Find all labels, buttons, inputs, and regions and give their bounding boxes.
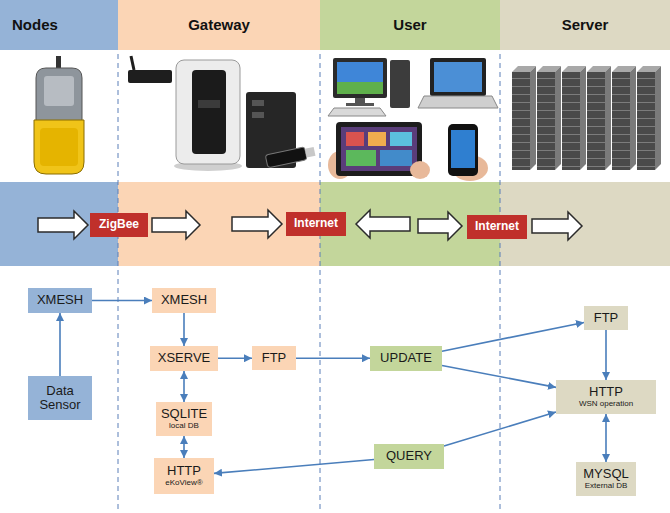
box-sublabel: eKoView® bbox=[165, 479, 202, 488]
column-header: Gateway bbox=[118, 0, 320, 50]
connector-arrow bbox=[183, 436, 185, 458]
sensor-node-illustration bbox=[34, 56, 84, 174]
box-label: XMESH bbox=[161, 293, 207, 307]
box-label: HTTP bbox=[589, 385, 623, 399]
box-label: HTTP bbox=[167, 464, 201, 478]
process-box: HTTPWSN operation bbox=[556, 380, 656, 414]
box-label: User bbox=[393, 17, 426, 34]
network-label: Internet bbox=[286, 212, 346, 236]
gateway-illustration bbox=[128, 56, 316, 171]
process-box: FTP bbox=[584, 306, 628, 330]
column-header: Nodes bbox=[0, 0, 118, 50]
box-label: FTP bbox=[262, 351, 287, 365]
connector-arrow bbox=[605, 330, 607, 380]
box-label: XMESH bbox=[37, 293, 83, 307]
box-label: MYSQL bbox=[583, 467, 629, 481]
network-label: ZigBee bbox=[90, 213, 148, 237]
connector-arrow bbox=[214, 460, 374, 474]
process-box: XSERVE bbox=[150, 346, 218, 371]
box-label: Gateway bbox=[188, 17, 250, 34]
box-label: Nodes bbox=[12, 17, 58, 34]
connector-arrow bbox=[183, 371, 185, 402]
server-rack-illustration bbox=[512, 66, 661, 170]
process-box: HTTPeKoView® bbox=[154, 458, 214, 494]
column-divider bbox=[118, 0, 500, 513]
connector-arrow bbox=[442, 365, 556, 387]
box-label: ZigBee bbox=[99, 218, 139, 231]
box-label: SQLITE bbox=[161, 407, 207, 421]
box-sublabel: External DB bbox=[585, 482, 628, 491]
connector-arrow bbox=[59, 313, 61, 376]
column-header: User bbox=[320, 0, 500, 50]
process-box: MYSQLExternal DB bbox=[576, 462, 636, 496]
box-label: Server bbox=[562, 17, 609, 34]
box-label: QUERY bbox=[386, 449, 432, 463]
connector-arrow bbox=[444, 412, 556, 446]
process-box: UPDATE bbox=[370, 346, 442, 371]
box-sublabel: local DB bbox=[169, 422, 199, 431]
connector-arrow bbox=[218, 357, 252, 359]
network-label: Internet bbox=[467, 215, 527, 239]
flow-arrow bbox=[38, 210, 582, 240]
process-box: XMESH bbox=[152, 288, 216, 313]
connector-arrow bbox=[92, 300, 152, 302]
box-label: Data Sensor bbox=[32, 384, 88, 413]
user-devices-illustration bbox=[328, 58, 498, 181]
box-sublabel: WSN operation bbox=[579, 400, 633, 409]
connector-arrow bbox=[183, 313, 185, 346]
box-label: Internet bbox=[294, 217, 338, 230]
process-box: Data Sensor bbox=[28, 376, 92, 420]
column-header: Server bbox=[500, 0, 670, 50]
band-background bbox=[0, 182, 670, 266]
box-label: Internet bbox=[475, 220, 519, 233]
process-box: FTP bbox=[252, 346, 296, 370]
connector-arrow bbox=[605, 414, 607, 462]
box-label: XSERVE bbox=[158, 351, 211, 365]
connector-arrow bbox=[442, 322, 584, 351]
box-label: FTP bbox=[594, 311, 619, 325]
process-box: XMESH bbox=[28, 288, 92, 313]
process-box: SQLITElocal DB bbox=[156, 402, 212, 436]
process-box: QUERY bbox=[374, 444, 444, 469]
connector-arrow bbox=[296, 357, 370, 359]
box-label: UPDATE bbox=[380, 351, 432, 365]
